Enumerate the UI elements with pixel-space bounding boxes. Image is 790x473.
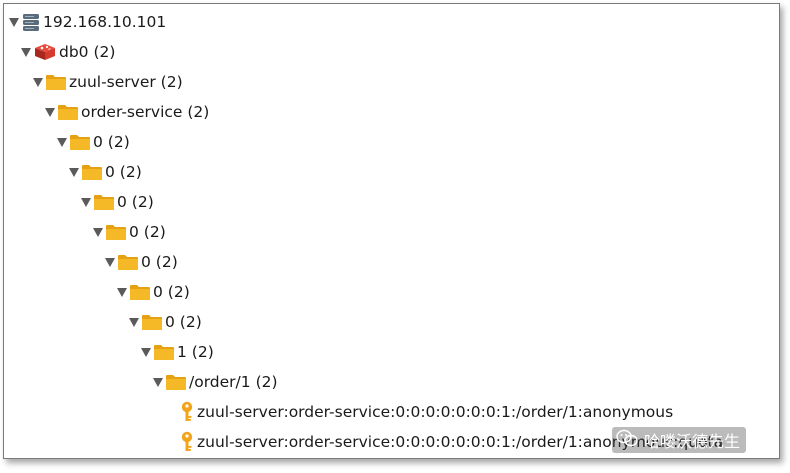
key-icon xyxy=(179,401,195,423)
tree-node[interactable]: 0 (2) xyxy=(104,247,178,277)
key-icon xyxy=(179,431,195,453)
expand-triangle-icon[interactable] xyxy=(152,376,164,388)
tree-node[interactable]: db0 (2) xyxy=(20,37,115,67)
folder-icon xyxy=(153,343,175,361)
tree-node-label: 0 (2) xyxy=(117,193,154,211)
tree-node-label: /order/1 (2) xyxy=(189,373,278,391)
tree-node[interactable]: 0 (2) xyxy=(56,127,130,157)
tree-node[interactable]: 0 (2) xyxy=(68,157,142,187)
folder-icon xyxy=(141,313,163,331)
expand-triangle-icon[interactable] xyxy=(8,16,20,28)
tree-node-label: 0 (2) xyxy=(165,313,202,331)
tree-node-label: zuul-server (2) xyxy=(69,73,183,91)
tree-node[interactable]: 0 (2) xyxy=(80,187,154,217)
expand-triangle-icon[interactable] xyxy=(92,226,104,238)
folder-icon xyxy=(165,373,187,391)
expand-triangle-icon[interactable] xyxy=(20,46,32,58)
tree-node-label: 0 (2) xyxy=(129,223,166,241)
tree-node-label: 0 (2) xyxy=(93,133,130,151)
redis-key-tree-panel: 192.168.10.101 db0 (2) zuul-server (2) orde… xyxy=(3,3,780,459)
folder-icon xyxy=(45,73,67,91)
tree-node[interactable]: 0 (2) xyxy=(116,277,190,307)
expand-triangle-icon[interactable] xyxy=(104,256,116,268)
tree-node-label: 0 (2) xyxy=(153,283,190,301)
watermark: 哈喽沃德先生 xyxy=(612,427,747,453)
tree-node-label: zuul-server:order-service:0:0:0:0:0:0:0:… xyxy=(197,403,674,421)
watermark-text: 哈喽沃德先生 xyxy=(644,432,741,451)
tree-node-label: 192.168.10.101 xyxy=(43,13,167,31)
folder-icon xyxy=(105,223,127,241)
tree-node-label: 0 (2) xyxy=(141,253,178,271)
folder-icon xyxy=(117,253,139,271)
expand-triangle-icon[interactable] xyxy=(128,316,140,328)
tree-node-label: 0 (2) xyxy=(105,163,142,181)
tree-node[interactable]: order-service (2) xyxy=(44,97,209,127)
wechat-icon xyxy=(616,429,638,451)
expand-triangle-icon[interactable] xyxy=(80,196,92,208)
folder-icon xyxy=(81,163,103,181)
tree-node[interactable]: /order/1 (2) xyxy=(152,367,278,397)
folder-icon xyxy=(93,193,115,211)
server-icon xyxy=(21,12,41,32)
expand-triangle-icon[interactable] xyxy=(68,166,80,178)
expand-triangle-icon[interactable] xyxy=(140,346,152,358)
tree-node[interactable]: 0 (2) xyxy=(128,307,202,337)
folder-icon xyxy=(57,103,79,121)
expand-triangle-icon[interactable] xyxy=(44,106,56,118)
tree-key-item[interactable]: zuul-server:order-service:0:0:0:0:0:0:0:… xyxy=(179,397,673,427)
tree-node-label: 1 (2) xyxy=(177,343,214,361)
redis-db-icon xyxy=(33,42,57,62)
expand-triangle-icon[interactable] xyxy=(56,136,68,148)
expand-triangle-icon[interactable] xyxy=(32,76,44,88)
tree-node[interactable]: 0 (2) xyxy=(92,217,166,247)
tree-node-label: zuul-server:order-service:0:0:0:0:0:0:0:… xyxy=(197,433,724,451)
tree-node[interactable]: 192.168.10.101 xyxy=(8,7,166,37)
tree-node[interactable]: zuul-server (2) xyxy=(32,67,183,97)
tree-node-label: order-service (2) xyxy=(81,103,210,121)
tree-key-item[interactable]: zuul-server:order-service:0:0:0:0:0:0:0:… xyxy=(179,427,723,457)
tree-node[interactable]: 1 (2) xyxy=(140,337,214,367)
folder-icon xyxy=(129,283,151,301)
tree-node-label: db0 (2) xyxy=(59,43,116,61)
folder-icon xyxy=(69,133,91,151)
expand-triangle-icon[interactable] xyxy=(116,286,128,298)
